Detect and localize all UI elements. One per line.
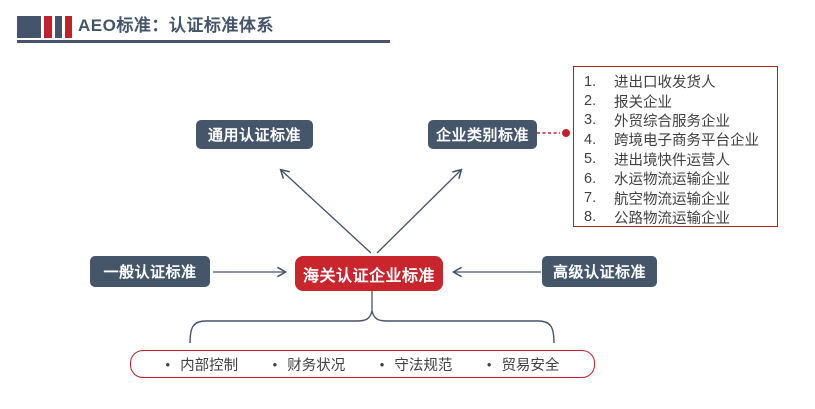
criteria-item-label: 财务状况 [287, 357, 346, 374]
logo-bar [55, 16, 62, 38]
list-item: 5. 进出境快件运营人 [584, 150, 777, 169]
list-item-number: 7. [584, 190, 597, 207]
node-enterprise-category-standard: 企业类别标准 [428, 120, 537, 149]
list-item-label: 外贸综合服务企业 [614, 113, 730, 130]
list-item: 2. 报关企业 [584, 91, 777, 111]
criteria-strip: • 内部控制 • 财务状况 • 守法规范 • 贸易安全 [130, 350, 595, 378]
bullet-icon: • [486, 356, 492, 372]
list-item: 7. 航空物流运输企业 [584, 188, 777, 208]
criteria-item: • 贸易安全 [487, 354, 560, 375]
list-item-number: 3. [584, 112, 597, 129]
bullet-icon: • [165, 356, 171, 372]
bullet-icon: • [379, 356, 385, 372]
list-item: 8. 公路物流运输企业 [584, 208, 777, 227]
slide-logo-icon [17, 16, 72, 38]
list-item: 3. 外贸综合服务企业 [584, 111, 777, 130]
page-title: AEO标准：认证标准体系 [78, 16, 274, 35]
list-item-label: 公路物流运输企业 [614, 210, 730, 227]
criteria-item: • 内部控制 [166, 354, 239, 375]
list-item-number: 4. [584, 131, 597, 148]
list-item-label: 进出境快件运营人 [614, 152, 730, 169]
criteria-item: • 守法规范 [380, 354, 453, 375]
logo-bar [65, 16, 72, 38]
node-common-certification-standard: 通用认证标准 [196, 120, 313, 149]
bullet-icon: • [272, 356, 278, 372]
criteria-item-label: 贸易安全 [501, 357, 560, 374]
node-general-certification-standard: 一般认证标准 [90, 256, 210, 287]
criteria-brace [189, 310, 555, 344]
logo-bar [44, 16, 52, 38]
list-item: 1. 进出口收发货人 [584, 72, 777, 92]
list-item-number: 5. [584, 151, 597, 168]
list-item-number: 6. [584, 170, 597, 187]
list-item: 4. 跨境电子商务平台企业 [584, 130, 777, 150]
enterprise-category-list: 1. 进出口收发货人 2. 报关企业 3. 外贸综合服务企业 4. 跨境电子商务… [573, 66, 778, 227]
criteria-item-label: 守法规范 [394, 357, 453, 374]
dashed-connector-endpoint-dot [562, 129, 570, 137]
list-item-label: 水运物流运输企业 [614, 172, 730, 189]
criteria-item-label: 内部控制 [180, 357, 239, 374]
node-advanced-certification-standard: 高级认证标准 [542, 256, 657, 287]
arrow-center-to-category [376, 168, 463, 254]
node-customs-certified-enterprise-standard: 海关认证企业标准 [295, 256, 443, 291]
list-item-label: 跨境电子商务平台企业 [614, 133, 759, 150]
logo-bar [17, 16, 41, 38]
list-item-number: 1. [584, 73, 597, 90]
title-underline [17, 40, 390, 43]
list-item-number: 2. [584, 93, 597, 110]
criteria-item: • 财务状况 [273, 354, 346, 375]
list-item-label: 进出口收发货人 [614, 75, 716, 92]
list-item-number: 8. [584, 209, 597, 226]
list-item-label: 航空物流运输企业 [614, 191, 730, 208]
list-item: 6. 水运物流运输企业 [584, 169, 777, 189]
list-item-label: 报关企业 [614, 94, 672, 111]
arrow-center-to-common [279, 168, 372, 254]
